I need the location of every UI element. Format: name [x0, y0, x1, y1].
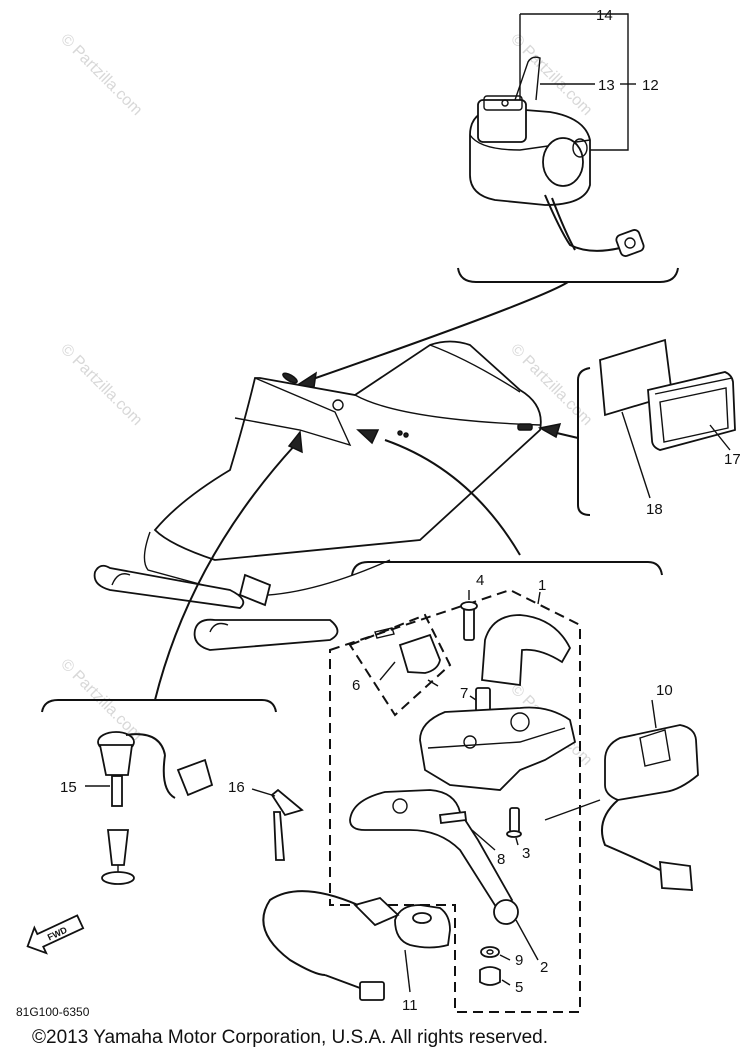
throttle-switch: [262, 890, 451, 1001]
callout-7: 7: [460, 685, 468, 702]
callout-14: 14: [596, 7, 613, 24]
callout-5: 5: [515, 979, 523, 996]
leader-lines-12-14: [519, 13, 636, 151]
group-bracket-throttle: [351, 561, 663, 576]
leader-8: [471, 829, 496, 851]
assembly-arrow: [309, 281, 569, 381]
kill-switch-boundary: [348, 613, 452, 717]
snowmobile-body: [93, 340, 542, 651]
watermark: © Partzilla.com: [57, 341, 145, 429]
copyright-notice: ©2013 Yamaha Motor Corporation, U.S.A. A…: [32, 1027, 548, 1048]
callout-12: 12: [642, 77, 659, 94]
callout-6: 6: [352, 677, 360, 694]
group-bracket-choke: [41, 699, 277, 713]
throttle-connector: [544, 699, 699, 891]
callout-3: 3: [522, 845, 530, 862]
diagram-code: 81G100-6350: [16, 1005, 90, 1019]
callout-18: 18: [646, 501, 663, 518]
callout-16: 16: [228, 779, 245, 796]
callout-4: 4: [476, 572, 484, 589]
leader-11: [404, 949, 411, 993]
throttle-assembly-parts: [349, 590, 577, 986]
choke-assembly: [97, 731, 304, 885]
throttle-arrow: [384, 439, 521, 556]
callout-8: 8: [497, 851, 505, 868]
callout-10: 10: [656, 682, 673, 699]
leader-2: [515, 919, 539, 961]
callout-9: 9: [515, 952, 523, 969]
callout-1: 1: [538, 577, 546, 594]
leader-16: [251, 788, 276, 797]
choke-arrow: [154, 444, 296, 701]
leader-6: [379, 661, 396, 681]
callout-11: 11: [402, 997, 418, 1014]
watermark: © Partzilla.com: [57, 31, 145, 119]
callout-17: 17: [724, 451, 741, 468]
callout-15: 15: [60, 779, 77, 796]
warmer-switch-assembly: [469, 56, 645, 257]
callout-2: 2: [540, 959, 548, 976]
callout-13: 13: [598, 77, 615, 94]
reflector-group: [537, 338, 736, 516]
forward-direction-icon: FWD: [26, 914, 85, 955]
group-bracket: [457, 267, 679, 283]
